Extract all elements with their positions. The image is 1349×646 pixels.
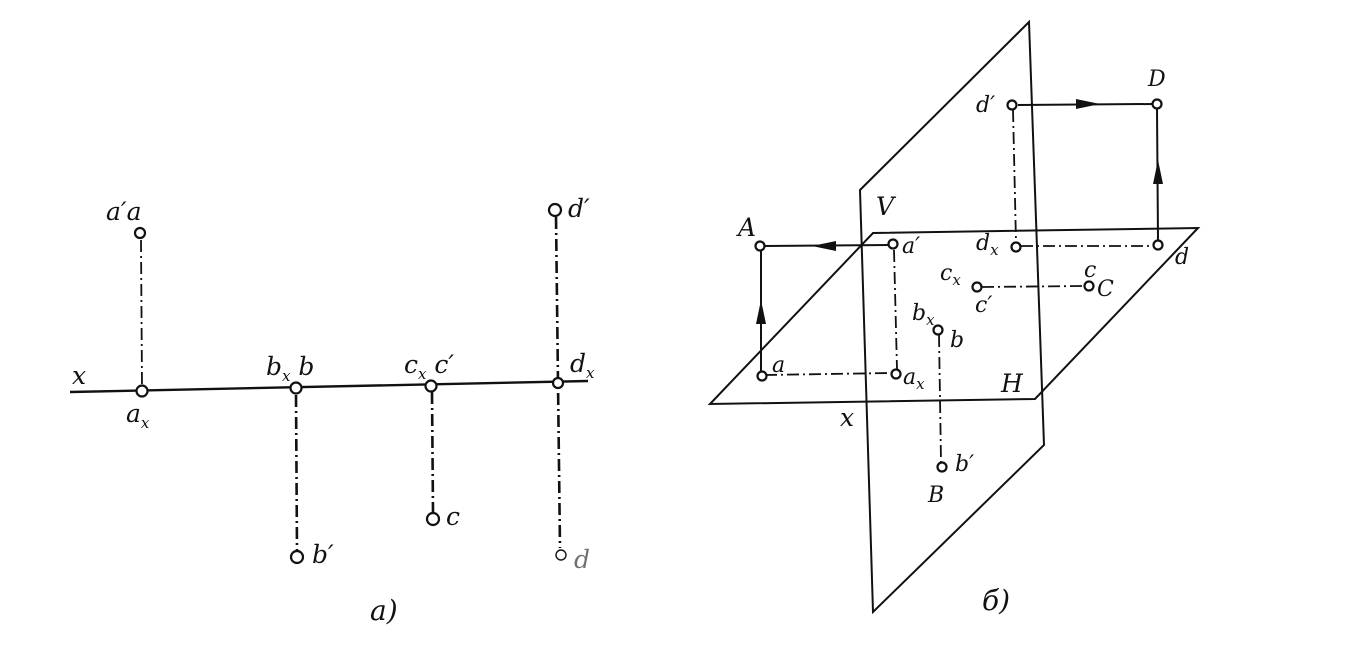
epure-point-c-x [424,379,438,393]
label-a-x-sub: x [916,375,925,393]
d-prime-to-d-x-line [1012,109,1017,243]
label-c-x: cx [940,261,961,289]
point-d-x [1010,241,1022,253]
epure-point-d-x [551,376,565,390]
epure-label-d-x: dx [570,349,595,382]
plane-v-label: V [876,192,897,221]
label-b-x-main: b [912,301,926,326]
epure-label-a-x-main: a [126,399,141,428]
label-A: A [736,213,756,242]
epure-b-link-line [294,394,299,551]
label-a-x-main: a [903,365,916,390]
epure-label-c-x: cx c′ [404,350,454,383]
spatial-caption: б) [982,584,1010,617]
label-c-x-main: c [940,261,952,286]
plane-h [707,226,1201,406]
point-a [756,370,768,382]
b-to-b-prime-line [938,334,942,463]
epure-point-b-prime [289,549,305,565]
point-a-prime [887,238,899,250]
epure-label-a-prime: a′a [106,197,142,226]
epure-label-b-x-tail: b [290,352,314,381]
epure-label-b-x: bx b [266,352,314,385]
label-b-x-sub: x [926,311,935,329]
epure-label-b-prime: b′ [312,540,334,569]
point-A [754,240,766,252]
label-C: C [1097,277,1114,302]
epure-label-a-x: ax [126,399,150,432]
epure-label-c-x-sub: x [418,365,427,383]
label-c-prime: c′ [975,293,992,318]
a-prime-to-a-x-line [893,249,898,370]
label-d-x-sub: x [990,241,999,259]
label-B: B [927,483,944,508]
epure-label-b-x-main: b [266,352,282,381]
epure-x-axis-label: x [72,361,86,390]
epure-label-d: d [574,545,590,574]
epure-label-c: c [446,502,460,531]
epure-c-link-line [430,391,435,513]
label-d-x-main: d [976,231,990,256]
epure-label-c-x-main: c [404,350,418,379]
arrow-up-to-D [1153,160,1163,184]
epure-label-d-x-main: d [570,349,586,378]
point-D [1151,98,1163,110]
point-d [1152,239,1164,251]
label-b-prime: b′ [955,452,974,477]
epure-point-b-x [289,381,303,395]
point-d-prime [1006,99,1018,111]
point-a-x [890,368,902,380]
a-to-a-x-line [764,372,892,376]
epure-label-d-prime: d′ [568,194,590,223]
point-c [1083,280,1095,292]
label-c-x-sub: x [952,271,961,289]
label-b-x: bx [912,301,935,329]
spatial-x-axis-label: x [840,403,854,432]
label-a-prime: a′ [902,234,920,259]
label-d-x: dx [976,231,999,259]
epure-x-axis [69,379,589,394]
label-d-prime: d′ [976,93,995,118]
arrow-to-D [1076,99,1100,109]
epure-a-link-line [140,239,143,386]
label-D: D [1147,67,1166,92]
label-a: a [772,353,785,378]
epure-point-a-prime [133,226,147,240]
epure-point-a-x [135,384,149,398]
epure-label-d-x-sub: x [586,364,595,382]
point-b-prime [936,461,948,473]
epure-label-a-x-sub: x [141,414,150,432]
spatial-model-figure: V H x A a a′ ax bx b b′ B [707,19,1201,617]
arrow-up-to-A [756,300,766,324]
plane-h-label: H [1000,369,1024,398]
epure-label-c-x-tail: c′ [426,350,454,379]
epure-point-d-prime [547,202,563,218]
label-a-x: ax [903,365,925,393]
epure-point-d [555,549,567,561]
arrow-to-A [812,241,836,251]
plane-v [858,19,1046,615]
point-c-x [971,281,983,293]
epure-figure: x a′a ax bx b b′ cx c′ c d′ dx [69,194,595,627]
c-x-to-c-line [981,285,1086,288]
label-d: d [1175,245,1189,270]
epure-label-b-x-sub: x [282,367,291,385]
epure-point-c [425,511,441,527]
epure-caption: а) [370,594,398,627]
label-c: c [1084,258,1096,283]
point-b [932,324,944,336]
label-b: b [950,328,964,353]
